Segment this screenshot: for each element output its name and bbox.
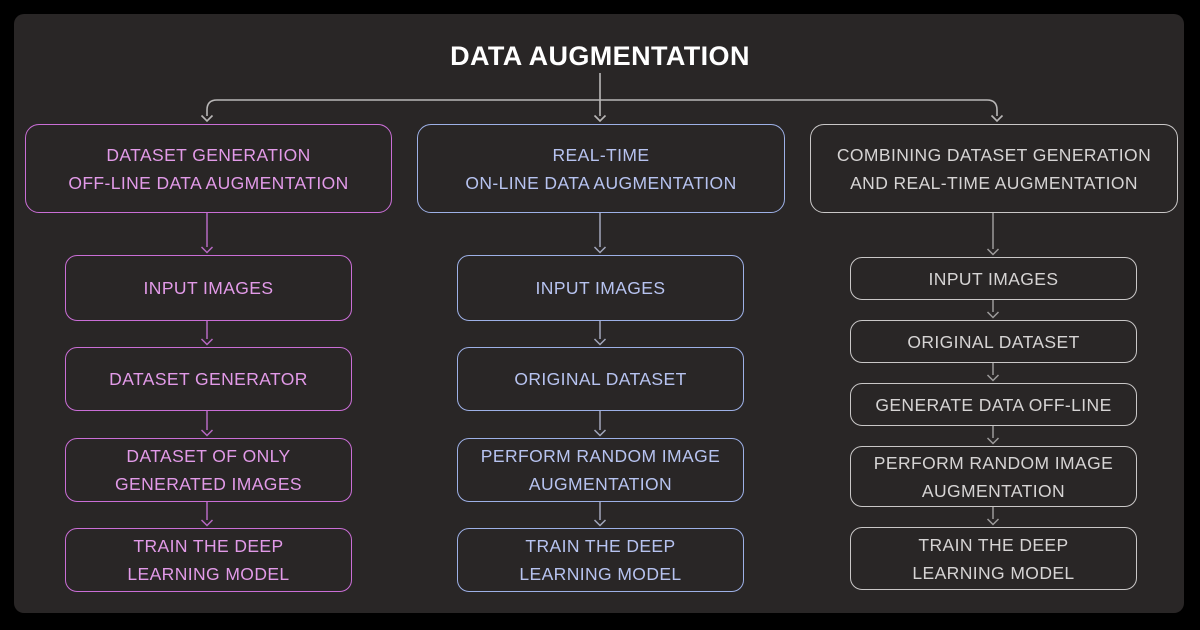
- online-step-random-augmentation: PERFORM RANDOM IMAGE AUGMENTATION: [457, 438, 744, 502]
- combined-step-generate-data-offline: GENERATE DATA OFF-LINE: [850, 383, 1137, 426]
- offline-step-input-images: INPUT IMAGES: [65, 255, 352, 321]
- combined-step-random-augmentation: PERFORM RANDOM IMAGE AUGMENTATION: [850, 446, 1137, 507]
- combined-step-train-model: TRAIN THE DEEP LEARNING MODEL: [850, 527, 1137, 590]
- combined-step-original-dataset: ORIGINAL DATASET: [850, 320, 1137, 363]
- combined-step-input-images: INPUT IMAGES: [850, 257, 1137, 300]
- offline-step-generated-images-dataset: DATASET OF ONLY GENERATED IMAGES: [65, 438, 352, 502]
- combined-header-node: COMBINING DATASET GENERATION AND REAL-TI…: [810, 124, 1178, 213]
- offline-step-dataset-generator: DATASET GENERATOR: [65, 347, 352, 411]
- offline-header-node: DATASET GENERATION OFF-LINE DATA AUGMENT…: [25, 124, 392, 213]
- diagram-title: DATA AUGMENTATION: [450, 41, 750, 71]
- online-step-original-dataset: ORIGINAL DATASET: [457, 347, 744, 411]
- offline-step-train-model: TRAIN THE DEEP LEARNING MODEL: [65, 528, 352, 592]
- online-step-input-images: INPUT IMAGES: [457, 255, 744, 321]
- online-header-node: REAL-TIME ON-LINE DATA AUGMENTATION: [417, 124, 785, 213]
- online-step-train-model: TRAIN THE DEEP LEARNING MODEL: [457, 528, 744, 592]
